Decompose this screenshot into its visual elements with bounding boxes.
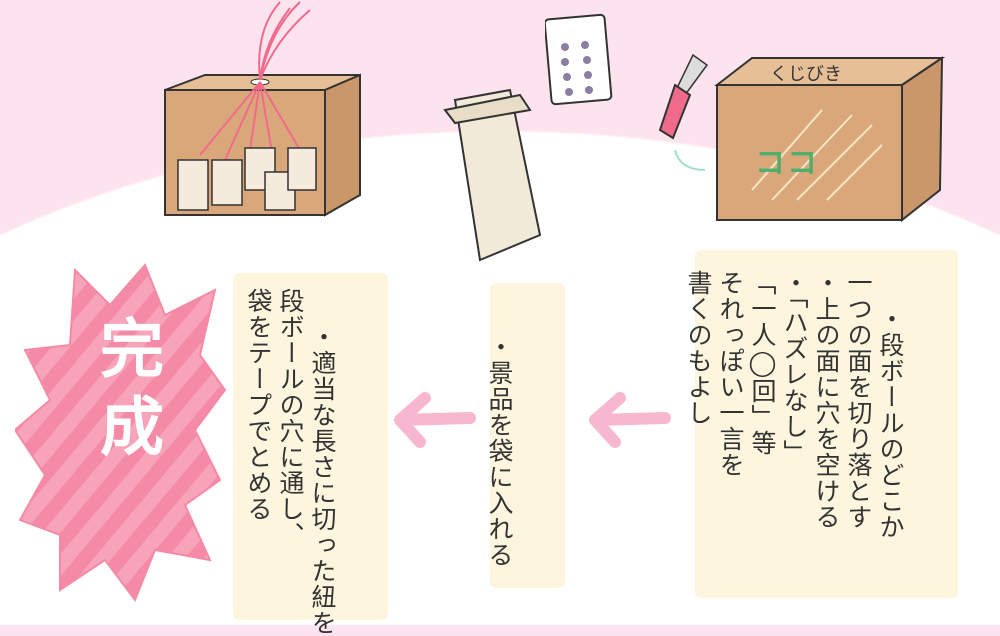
step-1-line: 書くのもよし: [684, 270, 713, 426]
step-1-line: 「一人◯回」等: [748, 270, 777, 456]
lottery-box-open-illustration: [164, 1, 361, 217]
arrow-left-icon: [394, 392, 476, 448]
step-1-line: それっぽい一言を: [716, 270, 745, 478]
arrow-left-icon: [589, 392, 671, 448]
step-1-panel: ・段ボールのどこか一つの面を切り落とす・上の面に穴を空ける・「ハズレなし」「一人…: [684, 250, 958, 598]
step-1-line: ・上の面に穴を空ける: [812, 270, 841, 530]
lottery-box-label: くじびき: [770, 64, 842, 85]
step-1-line: ・「ハズレなし」: [780, 270, 809, 466]
step-2-bullet: ・: [485, 333, 514, 360]
step-3-text: ・適当な長さに切った紐を段ボールの穴に通し、袋をテープでとめる: [210, 288, 370, 636]
here-label: ココ: [755, 146, 819, 181]
step-2-line: 景品を袋に入れる: [485, 359, 514, 568]
step-2-text: ・景品を袋に入れる: [451, 298, 547, 568]
step-1-text: ・段ボールのどこか一つの面を切り落とす・上の面に穴を空ける・「ハズレなし」「一人…: [650, 270, 938, 540]
sticker-sheet-illustration: [545, 13, 613, 106]
step-3-panel: ・適当な長さに切った紐を段ボールの穴に通し、袋をテープでとめる: [233, 273, 388, 636]
envelope-illustration: [443, 88, 542, 262]
step-2-panel: ・景品を袋に入れる: [485, 283, 565, 588]
step-3-line: 適当な長さに切った紐を: [308, 349, 337, 636]
box-cutter-illustration: [658, 53, 709, 171]
step-3-line: 袋をテープでとめる: [244, 288, 273, 522]
step-1-line: ・段ボールのどこか: [876, 305, 905, 540]
step-1-line: 一つの面を切り落とす: [844, 270, 873, 530]
step-3-bullet: ・: [308, 323, 337, 350]
completion-label: 完成: [89, 315, 163, 471]
lottery-box-closed-illustration: [714, 56, 946, 223]
completion-burst-shape: [15, 263, 227, 603]
step-3-line: 段ボールの穴に通し、: [276, 288, 305, 548]
